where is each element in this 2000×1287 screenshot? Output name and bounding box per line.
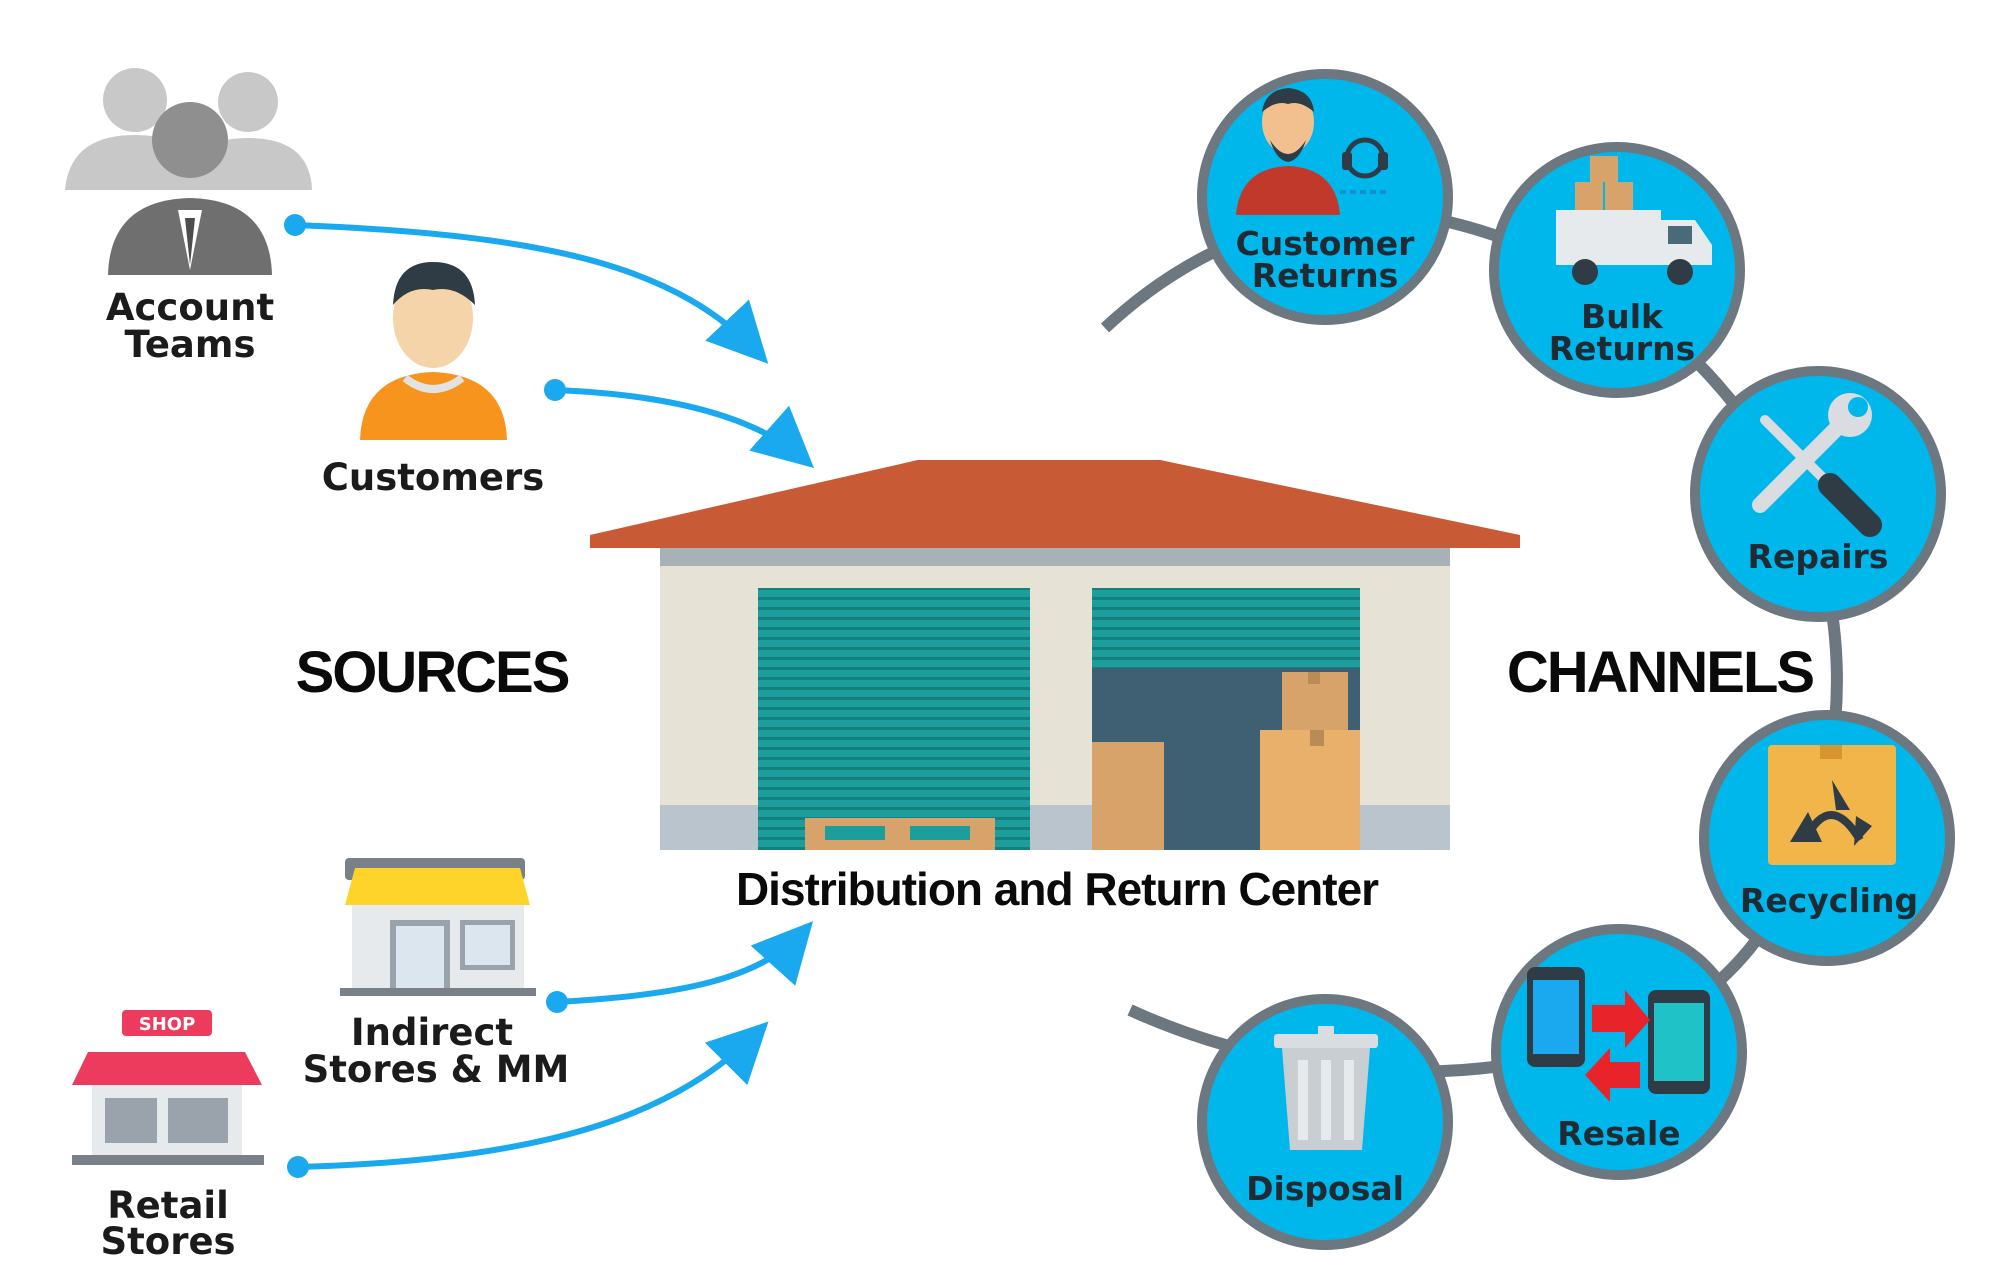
delivery-truck-icon bbox=[1556, 156, 1712, 285]
channel-label-customer-returns-line2: Returns bbox=[1252, 256, 1398, 295]
wrench-screwdriver-icon bbox=[1752, 393, 1882, 537]
source-label-customers: Customers bbox=[322, 456, 545, 499]
customer-service-icon bbox=[1236, 88, 1390, 215]
channel-customer-returns: Customer Returns bbox=[1197, 69, 1453, 325]
source-label-indirect-line1: Indirect bbox=[351, 1011, 513, 1054]
channel-disposal: Disposal bbox=[1197, 994, 1453, 1250]
channel-label-customer-returns-line1: Customer bbox=[1236, 224, 1416, 263]
arrow-customers bbox=[554, 387, 814, 468]
channels-heading: CHANNELS bbox=[1507, 640, 1814, 705]
source-label-account-teams-line1: Account bbox=[106, 286, 274, 329]
customer-person-icon bbox=[360, 262, 507, 440]
right-shutter-door bbox=[1092, 588, 1360, 668]
trash-bin-icon bbox=[1274, 1026, 1378, 1150]
arrow-indirect-stores bbox=[556, 921, 814, 1005]
channel-label-disposal: Disposal bbox=[1246, 1169, 1404, 1208]
svg-text:SHOP: SHOP bbox=[139, 1014, 196, 1035]
channel-recycling: Recycling bbox=[1699, 710, 1955, 966]
source-arrows bbox=[284, 214, 814, 1178]
shop-icon: SHOP bbox=[72, 1010, 264, 1165]
channel-label-bulk-returns-line2: Returns bbox=[1549, 329, 1695, 368]
left-shutter-door bbox=[758, 588, 1030, 850]
cardboard-box bbox=[1092, 742, 1164, 850]
channel-repairs: Repairs bbox=[1690, 366, 1946, 622]
cardboard-box bbox=[1260, 730, 1360, 850]
channel-label-bulk-returns-line1: Bulk bbox=[1581, 297, 1664, 336]
channel-bulk-returns: Bulk Returns bbox=[1489, 142, 1745, 398]
channel-label-resale: Resale bbox=[1557, 1114, 1680, 1153]
source-label-indirect-line2: Stores & MM bbox=[303, 1048, 570, 1091]
warehouse-illustration bbox=[590, 460, 1520, 850]
channel-label-repairs: Repairs bbox=[1748, 537, 1889, 576]
people-group-icon bbox=[65, 68, 312, 275]
arrow-retail-stores bbox=[297, 1021, 769, 1170]
channel-label-recycling: Recycling bbox=[1740, 881, 1918, 920]
storefront-icon bbox=[340, 858, 536, 996]
sources-heading: SOURCES bbox=[296, 640, 569, 705]
center-title: Distribution and Return Center bbox=[736, 863, 1379, 915]
source-label-retail-line2: Stores bbox=[100, 1220, 235, 1263]
source-label-account-teams-line2: Teams bbox=[125, 323, 256, 366]
source-label-retail-line1: Retail bbox=[107, 1184, 229, 1227]
phone-exchange-icon bbox=[1527, 967, 1710, 1102]
recycle-icon bbox=[1768, 745, 1896, 865]
channel-resale: Resale bbox=[1491, 924, 1747, 1180]
arrow-account-teams bbox=[294, 222, 769, 364]
